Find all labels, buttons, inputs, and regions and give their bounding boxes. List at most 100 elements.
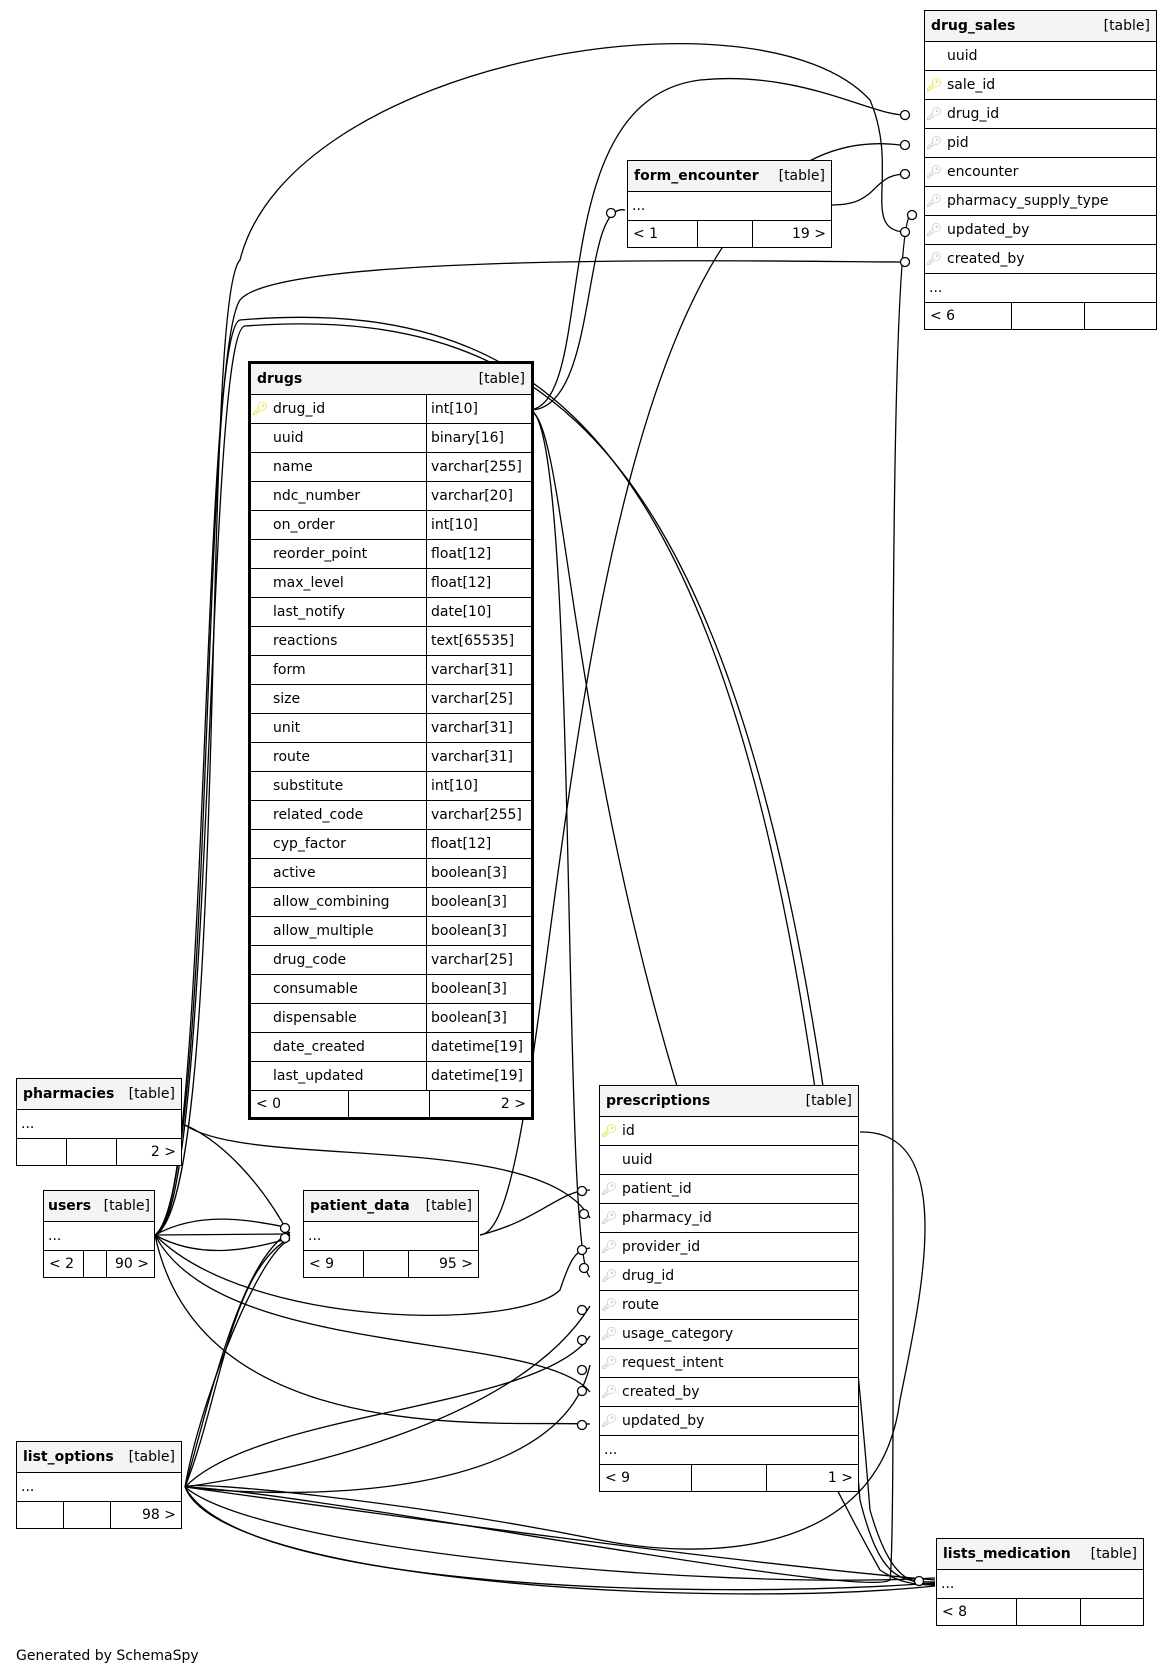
column-name: cyp_factor: [273, 836, 346, 852]
table-footer: < 0 2 >: [251, 1091, 531, 1117]
column-name: patient_id: [622, 1181, 692, 1197]
column-row[interactable]: uuid: [600, 1146, 858, 1175]
more-columns[interactable]: ...: [304, 1222, 478, 1251]
foreign-key-icon: 🔑︎: [600, 1413, 618, 1429]
column-row[interactable]: 🔑︎drug_id: [925, 100, 1156, 129]
column-row[interactable]: 🔑︎encounter: [925, 158, 1156, 187]
table-prescriptions[interactable]: prescriptions [table] 🔑︎id uuid 🔑︎patien…: [599, 1085, 859, 1492]
column-name: uuid: [273, 430, 304, 446]
children-count[interactable]: 98 >: [142, 1507, 176, 1523]
column-row[interactable]: 🔑︎usage_category: [600, 1320, 858, 1349]
column-row[interactable]: 🔑︎pharmacy_id: [600, 1204, 858, 1233]
column-row[interactable]: 🔑︎updated_by: [925, 216, 1156, 245]
parents-count[interactable]: < 9: [600, 1465, 692, 1491]
column-row[interactable]: 🔑︎created_by: [925, 245, 1156, 274]
column-type: varchar[255]: [426, 453, 531, 481]
table-drug_sales[interactable]: drug_sales [table] uuid 🔑︎sale_id 🔑︎drug…: [924, 10, 1157, 330]
parents-count[interactable]: < 9: [304, 1251, 364, 1277]
rows-count: [364, 1251, 409, 1277]
table-list_options[interactable]: list_options [table] ... 98 >: [16, 1441, 182, 1529]
parents-count[interactable]: < 0: [251, 1091, 349, 1117]
table-header: users [table]: [44, 1191, 154, 1222]
parents-count[interactable]: [17, 1502, 64, 1528]
column-name: pid: [947, 135, 969, 151]
ellipsis: ...: [632, 198, 646, 214]
column-row[interactable]: 🔑︎updated_by: [600, 1407, 858, 1436]
edge-prescriptions-lists_medication: [184, 1131, 926, 1550]
table-patient_data[interactable]: patient_data [table] ... < 9 95 >: [303, 1190, 479, 1278]
more-columns[interactable]: ...: [925, 274, 1156, 303]
table-form_encounter[interactable]: form_encounter [table] ... < 1 19 >: [627, 160, 832, 248]
column-type: boolean[3]: [426, 859, 531, 887]
column-row[interactable]: uuid: [925, 42, 1156, 71]
children-count[interactable]: 19 >: [792, 226, 826, 242]
column-name: ndc_number: [273, 488, 361, 504]
column-row[interactable]: 🔑︎patient_id: [600, 1175, 858, 1204]
column-row[interactable]: 🔑︎pid: [925, 129, 1156, 158]
children-count[interactable]: [1085, 303, 1156, 329]
rows-count: [64, 1502, 111, 1528]
more-columns[interactable]: ...: [937, 1570, 1143, 1599]
column-row[interactable]: 🔑︎request_intent: [600, 1349, 858, 1378]
column-row[interactable]: 🔑︎drug_id: [600, 1262, 858, 1291]
children-count[interactable]: 2 >: [500, 1096, 526, 1112]
parents-count[interactable]: [17, 1139, 67, 1165]
table-pharmacies[interactable]: pharmacies [table] ... 2 >: [16, 1078, 182, 1166]
primary-key-icon: 🔑︎: [600, 1123, 618, 1139]
more-columns[interactable]: ...: [600, 1436, 858, 1465]
table-lists_medication[interactable]: lists_medication [table] ... < 8: [936, 1538, 1144, 1626]
children-count[interactable]: 90 >: [115, 1256, 149, 1272]
parents-count[interactable]: < 1: [628, 221, 698, 247]
column-row[interactable]: 🔑︎sale_id: [925, 71, 1156, 100]
children-count[interactable]: [1081, 1599, 1143, 1625]
parents-count[interactable]: < 2: [44, 1251, 84, 1277]
children-count[interactable]: 95 >: [439, 1256, 473, 1272]
column-row[interactable]: 🔑︎id: [600, 1117, 858, 1146]
children-count[interactable]: 2 >: [150, 1144, 176, 1160]
more-columns[interactable]: ...: [17, 1473, 181, 1502]
edge-users-prescriptions-updated_by: [154, 1234, 591, 1425]
table-users[interactable]: users [table] ... < 2 90 >: [43, 1190, 155, 1278]
table-title: users: [48, 1198, 92, 1214]
table-header: pharmacies [table]: [17, 1079, 181, 1110]
ellipsis: ...: [48, 1228, 62, 1244]
more-columns[interactable]: ...: [17, 1110, 181, 1139]
column-row[interactable]: 🔑︎provider_id: [600, 1233, 858, 1262]
column-row[interactable]: 🔑︎pharmacy_supply_type: [925, 187, 1156, 216]
table-title: drug_sales: [931, 18, 1016, 34]
edge-list_options-prescriptions-request_intent: [184, 1364, 591, 1494]
edge-form_encounter-drug_sales-encounter: [831, 173, 906, 206]
more-columns[interactable]: ...: [44, 1222, 154, 1251]
parents-count[interactable]: < 6: [925, 303, 1012, 329]
children-count[interactable]: 1 >: [827, 1470, 853, 1486]
column-row[interactable]: 🔑︎route: [600, 1291, 858, 1320]
column-row[interactable]: 🔑︎created_by: [600, 1378, 858, 1407]
more-columns[interactable]: ...: [628, 192, 831, 221]
parents-count[interactable]: < 8: [937, 1599, 1017, 1625]
